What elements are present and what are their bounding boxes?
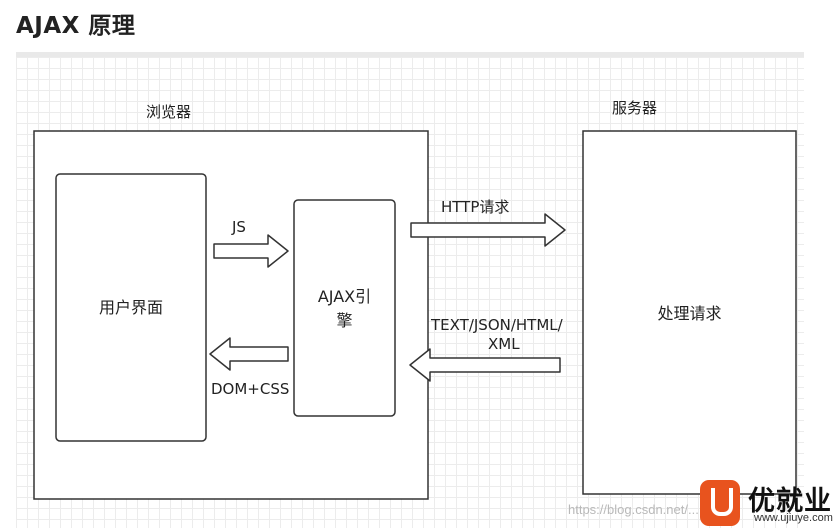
response-arrow	[409, 348, 561, 382]
logo-brand-text: 优就业	[748, 486, 832, 517]
process-request-text: 处理请求	[657, 304, 722, 323]
dom-css-arrow	[209, 337, 289, 371]
server-box	[582, 130, 797, 495]
watermark-text: https://blog.csdn.net/...	[568, 502, 699, 517]
js-arrow	[213, 234, 289, 268]
brand-logo: 优就业 www.ujiuye.com	[698, 478, 838, 528]
dom-css-label: DOM+CSS	[211, 380, 290, 398]
ajax-engine-line2: 擎	[336, 311, 353, 330]
user-interface-text: 用户界面	[98, 298, 163, 317]
response-label-line1: TEXT/JSON/HTML/	[431, 316, 563, 334]
page-title: AJAX 原理	[16, 13, 136, 39]
title-divider	[16, 52, 804, 57]
http-request-arrow	[410, 213, 566, 247]
browser-label: 浏览器	[146, 103, 192, 121]
user-interface-box	[55, 173, 207, 442]
logo-url-text: www.ujiuye.com	[754, 512, 833, 524]
js-label: JS	[232, 218, 246, 236]
ajax-engine-line1: AJAX引	[317, 287, 372, 306]
logo-icon	[700, 480, 740, 526]
http-request-label: HTTP请求	[441, 198, 510, 216]
ajax-engine-box	[293, 199, 396, 417]
response-label-line2: XML	[488, 335, 520, 353]
server-label: 服务器	[612, 99, 658, 117]
ajax-engine-text: AJAX引 擎	[294, 285, 395, 333]
